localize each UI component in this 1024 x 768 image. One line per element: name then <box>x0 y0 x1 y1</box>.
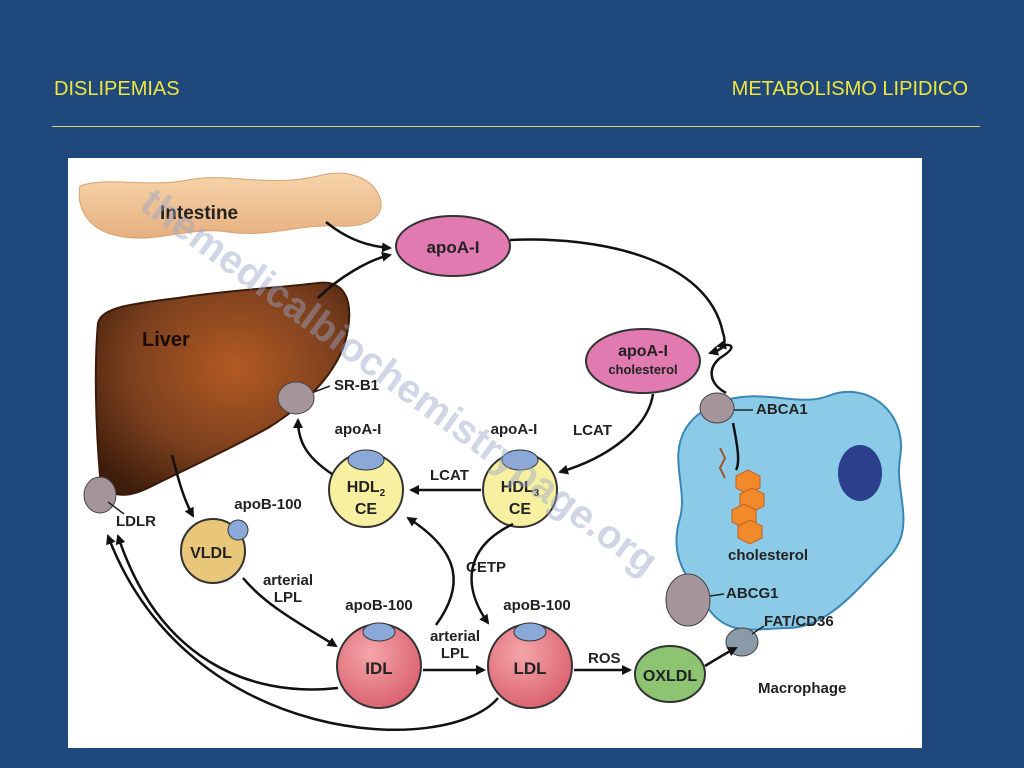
hdl2-apo-cap <box>347 449 385 471</box>
pathway-arrows <box>106 221 740 732</box>
intestine-label: Intestine <box>160 203 238 224</box>
cholesterol-label: cholesterol <box>728 547 808 564</box>
abca1-receptor <box>699 392 735 424</box>
abca1-label: ABCA1 <box>756 401 808 418</box>
arterial-lpl-2-line2: LPL <box>441 645 469 662</box>
macrophage-label: Macrophage <box>758 680 846 697</box>
hdl2-ce-label: CE <box>355 501 378 518</box>
ldlr-receptor <box>83 476 117 514</box>
macrophage-shape <box>675 390 905 631</box>
apoa1-label: apoA-I <box>427 238 480 257</box>
header-divider <box>52 126 980 127</box>
apoa1-cholesterol-particle <box>585 328 701 394</box>
srb1-receptor <box>277 381 315 415</box>
oxldl-particle <box>634 645 706 703</box>
fat-cd36-label: FAT/CD36 <box>764 613 834 630</box>
intestine-shape <box>78 172 382 239</box>
cholesterol-molecule-icon <box>718 447 765 545</box>
hdl2-main-label: HDL2 <box>347 479 386 499</box>
cetp-label: CETP <box>466 559 506 576</box>
arterial-lpl-2-line1: arterial <box>430 628 480 645</box>
lcat-mid-label: LCAT <box>430 467 469 484</box>
idl-apo-cap <box>362 622 396 642</box>
ldlr-label: LDLR <box>116 513 156 530</box>
vldl-label: VLDL <box>190 545 232 562</box>
idl-label: IDL <box>365 659 392 678</box>
vldl-apo-cap <box>227 519 249 541</box>
lcat-upper-label: LCAT <box>573 422 612 439</box>
arterial-lpl-1-line2: LPL <box>274 589 302 606</box>
abcg1-label: ABCG1 <box>726 585 779 602</box>
vldl-apo-label: apoB-100 <box>234 496 302 513</box>
slide-title-right: METABOLISMO LIPIDICO <box>731 78 968 100</box>
liver-label: Liver <box>142 329 190 351</box>
apoa1-chol-label-bottom: cholesterol <box>608 362 677 377</box>
arterial-lpl-1-line1: arterial <box>263 572 313 589</box>
abcg1-receptor <box>665 573 711 627</box>
idl-apo-label: apoB-100 <box>345 597 413 614</box>
hdl3-main-label: HDL3 <box>501 479 540 499</box>
hdl3-apo-label: apoA-I <box>491 421 538 438</box>
hdl3-apo-cap <box>501 449 539 471</box>
ros-label: ROS <box>588 650 621 667</box>
lipid-metabolism-diagram: Intestine Liver Macrophage cholesterol a… <box>78 172 905 732</box>
srb1-label: SR-B1 <box>334 377 379 394</box>
ldl-apo-label: apoB-100 <box>503 597 571 614</box>
oxldl-label: OXLDL <box>643 668 697 685</box>
hdl3-ce-label: CE <box>509 501 532 518</box>
apoa1-particle <box>395 215 511 277</box>
apoa1-chol-label-top: apoA-I <box>618 343 668 360</box>
ldl-apo-cap <box>513 622 547 642</box>
hdl2-apo-label: apoA-I <box>335 421 382 438</box>
slide-title-left: DISLIPEMIAS <box>54 78 180 100</box>
diagram-panel: Intestine Liver Macrophage cholesterol a… <box>68 158 922 748</box>
nucleus <box>838 445 882 501</box>
ldl-label: LDL <box>513 659 546 678</box>
